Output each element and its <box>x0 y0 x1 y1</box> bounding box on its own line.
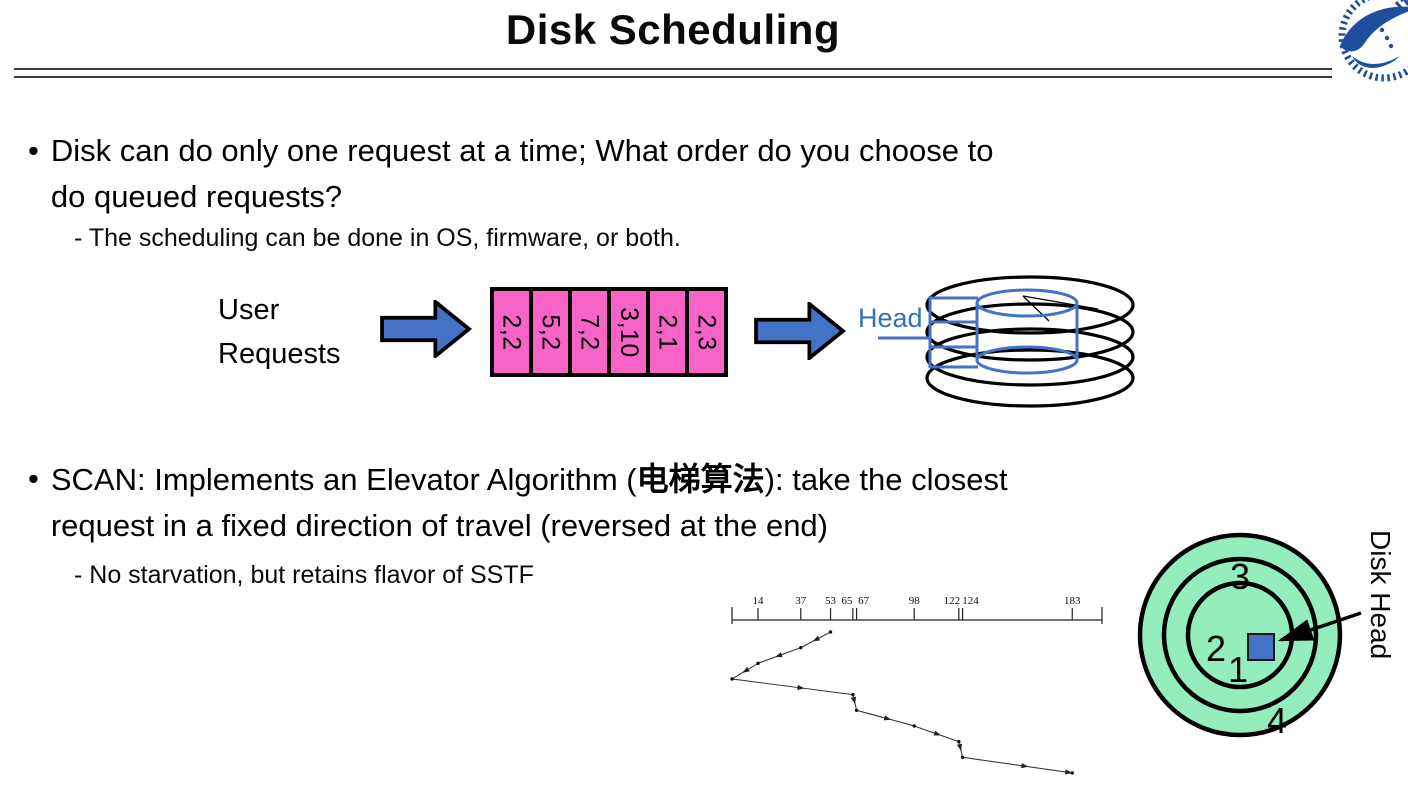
queue-cell-value: 2,2 <box>498 313 527 351</box>
queue-cell: 2,2 <box>490 287 533 377</box>
flow-arrow-right-icon <box>754 302 847 360</box>
queue-cell-value: 3,10 <box>615 306 644 358</box>
disk-track-label-4: 4 <box>1267 700 1287 741</box>
sub-bullet-scheduling: - The scheduling can be done in OS, firm… <box>74 224 681 252</box>
queue-cell-value: 7,2 <box>576 313 605 351</box>
cjk-elevator-algorithm: 电梯算法 <box>636 461 765 497</box>
queue-cell-value: 2,1 <box>654 313 683 351</box>
title-rule-top <box>14 68 1332 70</box>
disk-platter-diagram: 3 2 1 4 <box>1137 532 1362 741</box>
svg-text:98: 98 <box>909 595 921 607</box>
bullet-disk-requests: • Disk can do only one request at a time… <box>28 128 993 220</box>
svg-text:53: 53 <box>825 595 837 607</box>
user-requests-label: User Requests <box>218 288 341 376</box>
svg-text:37: 37 <box>795 595 807 607</box>
disk-platter <box>925 275 1135 335</box>
university-logo-icon <box>1334 0 1408 86</box>
disk-head-arrow <box>1277 611 1362 642</box>
disk-platter <box>925 327 1135 387</box>
spindle-pointer <box>1022 295 1099 310</box>
flow-arrow-left-icon <box>380 300 473 358</box>
user-requests-line1: User <box>218 294 280 326</box>
head-arm-comb <box>878 296 978 369</box>
queue-cell: 3,10 <box>607 287 650 377</box>
svg-text:67: 67 <box>858 595 870 607</box>
spindle-pointer <box>1022 295 1050 322</box>
user-requests-line2: Requests <box>218 338 341 370</box>
title-rule-bottom <box>14 76 1332 78</box>
bullet2-line1: SCAN: Implements an Elevator Algorithm (… <box>50 461 1008 497</box>
page-title: Disk Scheduling <box>505 6 841 53</box>
disk-track-label-2: 2 <box>1206 628 1226 669</box>
queue-cell-value: 2,3 <box>693 313 722 351</box>
head-label: Head <box>858 303 923 333</box>
disk-track-label-3: 3 <box>1230 556 1250 597</box>
disk-head-square <box>1247 633 1275 661</box>
disk-platter <box>925 348 1135 408</box>
bullet1-line1: Disk can do only one request at a time; … <box>50 133 994 168</box>
svg-text:122: 122 <box>944 595 961 607</box>
disk-stack-diagram <box>878 275 1135 408</box>
bullet1-line2: do queued requests? <box>50 179 343 214</box>
sub-bullet-starvation: - No starvation, but retains flavor of S… <box>74 561 534 589</box>
queue-cell-value: 5,2 <box>537 313 566 351</box>
svg-text:124: 124 <box>962 595 979 607</box>
svg-text:183: 183 <box>1064 595 1081 607</box>
bullet-marker: • <box>28 133 39 168</box>
svg-text:65: 65 <box>841 595 853 607</box>
bird-icon <box>1340 0 1408 68</box>
bullet-scan: • SCAN: Implements an Elevator Algorithm… <box>28 456 1008 549</box>
svg-text:14: 14 <box>753 595 765 607</box>
queue-cell: 5,2 <box>529 287 572 377</box>
bullet-marker: • <box>28 461 39 496</box>
queue-cell: 7,2 <box>568 287 611 377</box>
disk-platter <box>925 302 1135 362</box>
queue-cell: 2,1 <box>646 287 689 377</box>
bullet2-line2: request in a fixed direction of travel (… <box>50 508 828 543</box>
disk-track-label-1: 1 <box>1228 649 1248 690</box>
disk-head-label: Disk Head <box>1365 530 1396 660</box>
queue-cell: 2,3 <box>685 287 728 377</box>
request-queue: 2,2 5,2 7,2 3,10 2,1 2,3 <box>490 287 728 377</box>
